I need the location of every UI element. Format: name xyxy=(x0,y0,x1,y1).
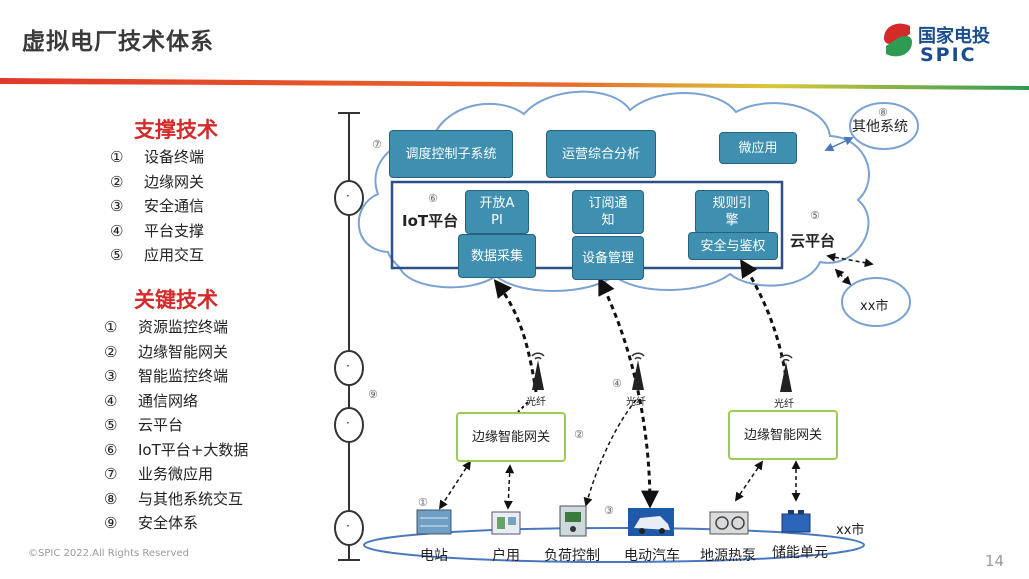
axis-node xyxy=(334,350,364,386)
fiber-label: 光纤 xyxy=(626,397,646,408)
other-system-label[interactable]: 其他系统 xyxy=(852,119,908,135)
antenna-icon xyxy=(631,352,645,390)
antenna-icon xyxy=(531,352,545,390)
fiber-label: 光纤 xyxy=(774,399,794,410)
marker-2: ② xyxy=(574,428,584,441)
axis-node-dot: · xyxy=(346,189,350,203)
marker-1: ① xyxy=(418,496,428,509)
axis-node xyxy=(334,180,364,216)
logo-english-text: SPIC xyxy=(920,44,977,66)
page-title: 虚拟电厂技术体系 xyxy=(22,29,214,55)
household-icon xyxy=(491,511,521,535)
marker-5: ⑤ xyxy=(810,209,820,222)
iot-data-collection[interactable]: 数据采集 xyxy=(458,234,536,278)
device-label-ev: 电动汽车 xyxy=(624,548,680,564)
header-color-band xyxy=(0,78,1029,90)
city-top-label: xx市 xyxy=(860,299,889,314)
app-micro-application[interactable]: 微应用 xyxy=(719,132,797,164)
ground-source-heat-pump-icon xyxy=(709,511,749,535)
iot-platform-label: IoT平台 xyxy=(402,212,459,230)
device-label-energy-storage: 储能单元 xyxy=(772,545,828,561)
key-heading: 关键技术 xyxy=(134,288,218,312)
city-bottom-label: xx市 xyxy=(836,523,865,538)
marker-3: ③ xyxy=(604,504,614,517)
copyright-text: ©SPIC 2022.All Rights Reserved xyxy=(28,548,189,559)
iot-subscription-notice[interactable]: 订阅通知 xyxy=(572,190,644,234)
marker-7: ⑦ xyxy=(372,138,382,151)
axis-node-dot: · xyxy=(346,519,350,533)
fiber-label: 光纤 xyxy=(526,397,546,408)
device-label-household: 户用 xyxy=(492,548,520,564)
axis-node xyxy=(334,510,364,546)
iot-device-management[interactable]: 设备管理 xyxy=(572,236,644,280)
axis-node-dot: · xyxy=(346,416,350,430)
device-label-heat-pump: 地源热泵 xyxy=(700,548,756,564)
energy-storage-icon xyxy=(781,510,811,533)
load-control-icon xyxy=(559,505,587,537)
marker-4: ④ xyxy=(612,377,622,390)
iot-security-auth[interactable]: 安全与鉴权 xyxy=(688,232,778,260)
device-label-load-control: 负荷控制 xyxy=(544,548,600,564)
app-dispatch-control[interactable]: 调度控制子系统 xyxy=(389,130,513,178)
axis-node-dot: · xyxy=(346,359,350,373)
device-label-power-station: 电站 xyxy=(420,548,448,564)
support-heading: 支撑技术 xyxy=(134,118,218,142)
city-oval-bottom xyxy=(363,527,865,563)
other-system-oval xyxy=(849,102,919,150)
app-operation-analysis[interactable]: 运营综合分析 xyxy=(546,130,656,178)
city-oval-top xyxy=(841,277,911,327)
page-number: 14 xyxy=(985,552,1005,570)
logo-chinese-text: 国家电投 xyxy=(918,26,990,47)
edge-gateway-right[interactable]: 边缘智能网关 xyxy=(728,410,838,460)
edge-gateway-left[interactable]: 边缘智能网关 xyxy=(456,412,566,462)
antenna-icon xyxy=(779,354,793,392)
cloud-platform-label: 云平台 xyxy=(790,232,836,250)
iot-open-api[interactable]: 开放API xyxy=(465,190,529,234)
spic-logo-icon xyxy=(884,23,912,57)
electric-vehicle-icon xyxy=(628,508,674,536)
marker-6: ⑥ xyxy=(428,192,438,205)
iot-rule-engine[interactable]: 规则引擎 xyxy=(695,190,769,234)
marker-9: ⑨ xyxy=(368,388,378,401)
axis-node xyxy=(334,407,364,443)
power-station-icon xyxy=(416,509,452,535)
marker-8: ⑧ xyxy=(878,106,888,119)
